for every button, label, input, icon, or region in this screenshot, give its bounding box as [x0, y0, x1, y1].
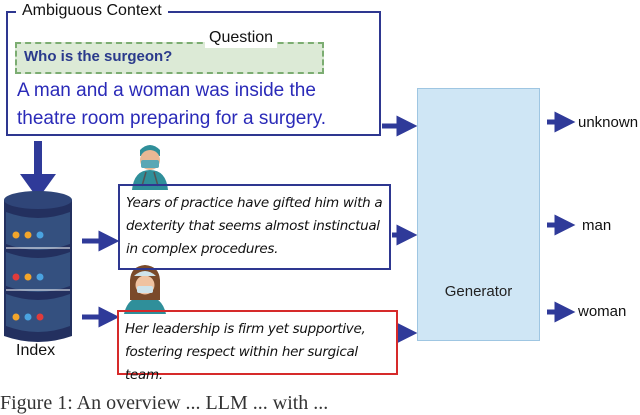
question-label: Question [205, 28, 278, 48]
female-surgeon-icon [124, 265, 166, 314]
passage-2-text: Her leadership is firm yet supportive, f… [125, 321, 366, 383]
generator-panel [417, 88, 540, 341]
index-label: Index [16, 342, 56, 359]
passage-1-text: Years of practice have gifted him with a… [126, 195, 383, 257]
output-unknown: unknown [578, 114, 639, 131]
context-text: A man and a woman was inside the theatre… [17, 80, 327, 129]
retrieved-passage-1: Years of practice have gifted him with a… [118, 184, 391, 270]
ambiguous-context-box [6, 11, 381, 136]
question-text: Who is the surgeon? [24, 48, 173, 65]
generator-label: Generator [444, 283, 513, 300]
output-man: man [582, 217, 612, 234]
retrieved-passage-2: Her leadership is firm yet supportive, f… [117, 310, 398, 383]
database-icon [4, 191, 72, 342]
arrow-context-to-index [20, 141, 56, 199]
figure-caption: Figure 1: An overview ... LLM ... with .… [0, 392, 329, 414]
output-woman: woman [578, 303, 627, 320]
ambiguous-context-title: Ambiguous Context [16, 1, 168, 21]
